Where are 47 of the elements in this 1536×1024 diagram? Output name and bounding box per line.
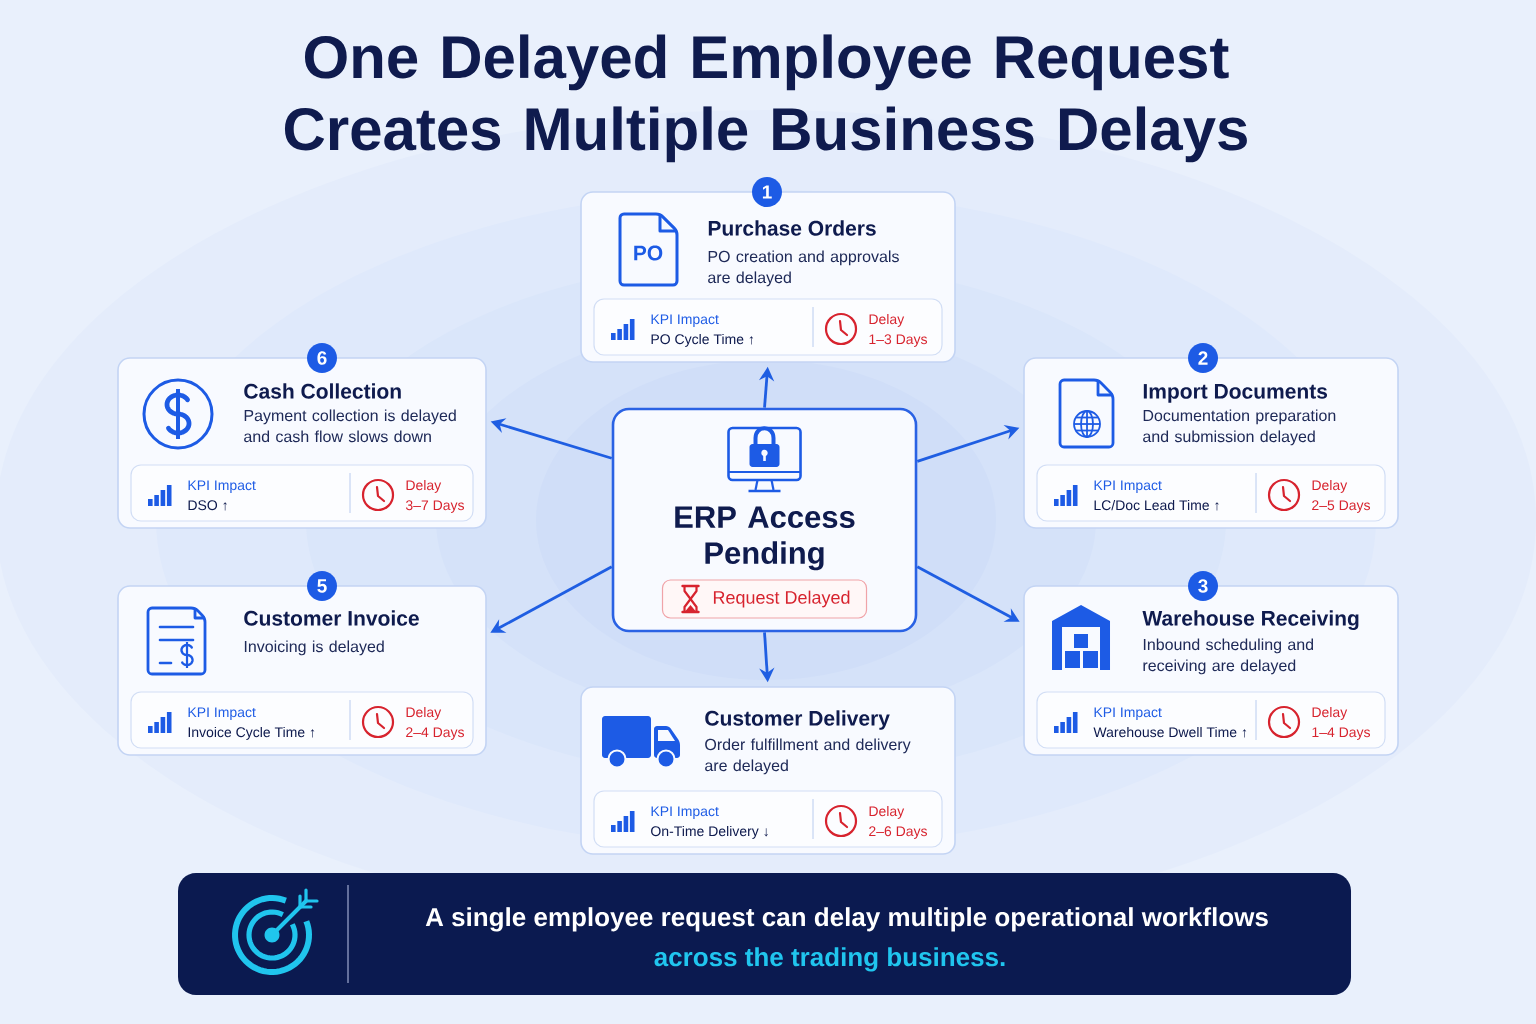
card-text: Invoicing is delayed bbox=[244, 640, 384, 656]
delay-value: 2–5 Days bbox=[1312, 500, 1371, 513]
kpi-value: On-Time Delivery ↓ bbox=[651, 825, 768, 839]
delay-value: 2–4 Days bbox=[406, 727, 464, 740]
card-title: Customer Invoice bbox=[244, 610, 419, 626]
kpi-label: KPI Impact bbox=[651, 314, 719, 327]
card-text: Payment collection is delayed and cash flow slows down bbox=[244, 409, 456, 443]
delay-label: Delay bbox=[406, 706, 442, 720]
delay-label: Delay bbox=[406, 479, 442, 493]
card-title: Import Documents bbox=[1143, 384, 1328, 403]
number-badge: 3 bbox=[1188, 571, 1218, 601]
icon-text: PO bbox=[634, 245, 663, 261]
card-title: Warehouse Receiving bbox=[1142, 610, 1359, 630]
banner-text: across the trading business. bbox=[654, 947, 1005, 972]
card-text: Order fulfillment and delivery are delayed bbox=[705, 738, 911, 775]
kpi-label: KPI Impact bbox=[1094, 480, 1162, 493]
kpi-value: Invoice Cycle Time ↑ bbox=[188, 726, 315, 740]
card-text: Inbound scheduling and receiving are delayed bbox=[1143, 638, 1314, 675]
card-title: Cash Collection bbox=[244, 383, 401, 399]
number-badge: 2 bbox=[1188, 343, 1218, 373]
kpi-value: PO Cycle Time ↑ bbox=[651, 333, 754, 347]
status-badge: Request Delayed bbox=[661, 579, 868, 619]
kpi-value: Warehouse Dwell Time ↑ bbox=[1093, 726, 1247, 738]
kpi-label: KPI Impact bbox=[188, 707, 256, 720]
banner-text: A single employee request can delay multiple operational workflows bbox=[425, 907, 1268, 932]
kpi-value: LC/Doc Lead Time ↑ bbox=[1094, 499, 1219, 511]
card-text: PO creation and approvals are delayed bbox=[708, 250, 899, 287]
kpi-label: KPI Impact bbox=[188, 480, 256, 493]
delay-value: 2–6 Days bbox=[869, 826, 927, 839]
delay-label: Delay bbox=[869, 805, 905, 819]
delay-label: Delay bbox=[869, 313, 905, 327]
delay-label: Delay bbox=[1312, 479, 1348, 493]
center-title: ERP Access Pending bbox=[675, 506, 855, 571]
kpi-label: KPI Impact bbox=[1094, 707, 1162, 720]
delay-value: 3–7 Days bbox=[405, 500, 464, 513]
card-title: Customer Delivery bbox=[705, 710, 890, 730]
kpi-value: DSO ↑ bbox=[188, 500, 227, 511]
card-text: Documentation preparation and submission delayed bbox=[1143, 409, 1336, 446]
number-badge: 1 bbox=[752, 177, 782, 207]
delay-label: Delay bbox=[1312, 706, 1348, 720]
card-title: Purchase Orders bbox=[708, 220, 876, 236]
number-badge: 5 bbox=[307, 571, 337, 601]
delay-value: 1–4 Days bbox=[1312, 727, 1371, 740]
delay-value: 1–3 Days bbox=[869, 334, 927, 347]
kpi-label: KPI Impact bbox=[651, 806, 719, 819]
title: One Delayed Employee Request Creates Multiple Business Delays bbox=[284, 34, 1247, 163]
number-badge: 6 bbox=[307, 343, 337, 373]
